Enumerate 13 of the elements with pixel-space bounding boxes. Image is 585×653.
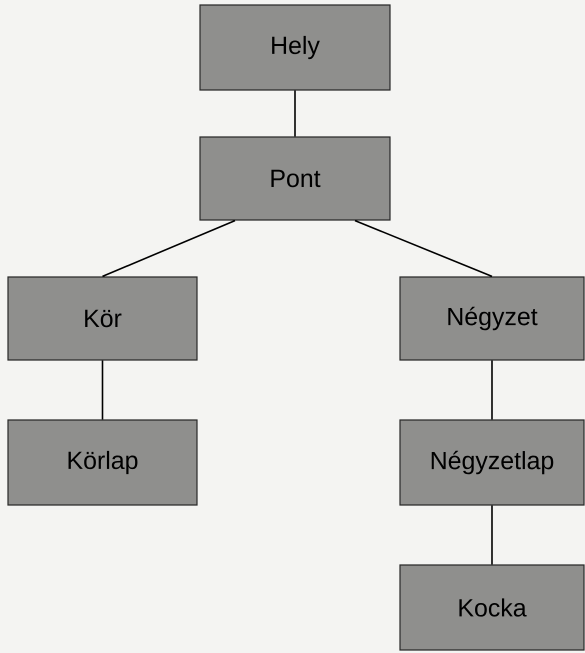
connector-line: [294, 90, 296, 136]
connector-line: [102, 220, 236, 278]
connector-line: [491, 506, 493, 564]
concept-box: Hely: [199, 4, 391, 91]
concept-box: Kocka: [399, 564, 585, 651]
concept-box: Kör: [7, 276, 198, 361]
concept-box: Négyzet: [399, 276, 585, 361]
concept-box: Körlap: [7, 419, 198, 506]
concept-box: Négyzetlap: [399, 419, 585, 506]
connector-line: [102, 360, 104, 420]
connector-line: [354, 220, 492, 278]
connector-line: [491, 360, 493, 420]
concept-box: Pont: [199, 136, 391, 221]
